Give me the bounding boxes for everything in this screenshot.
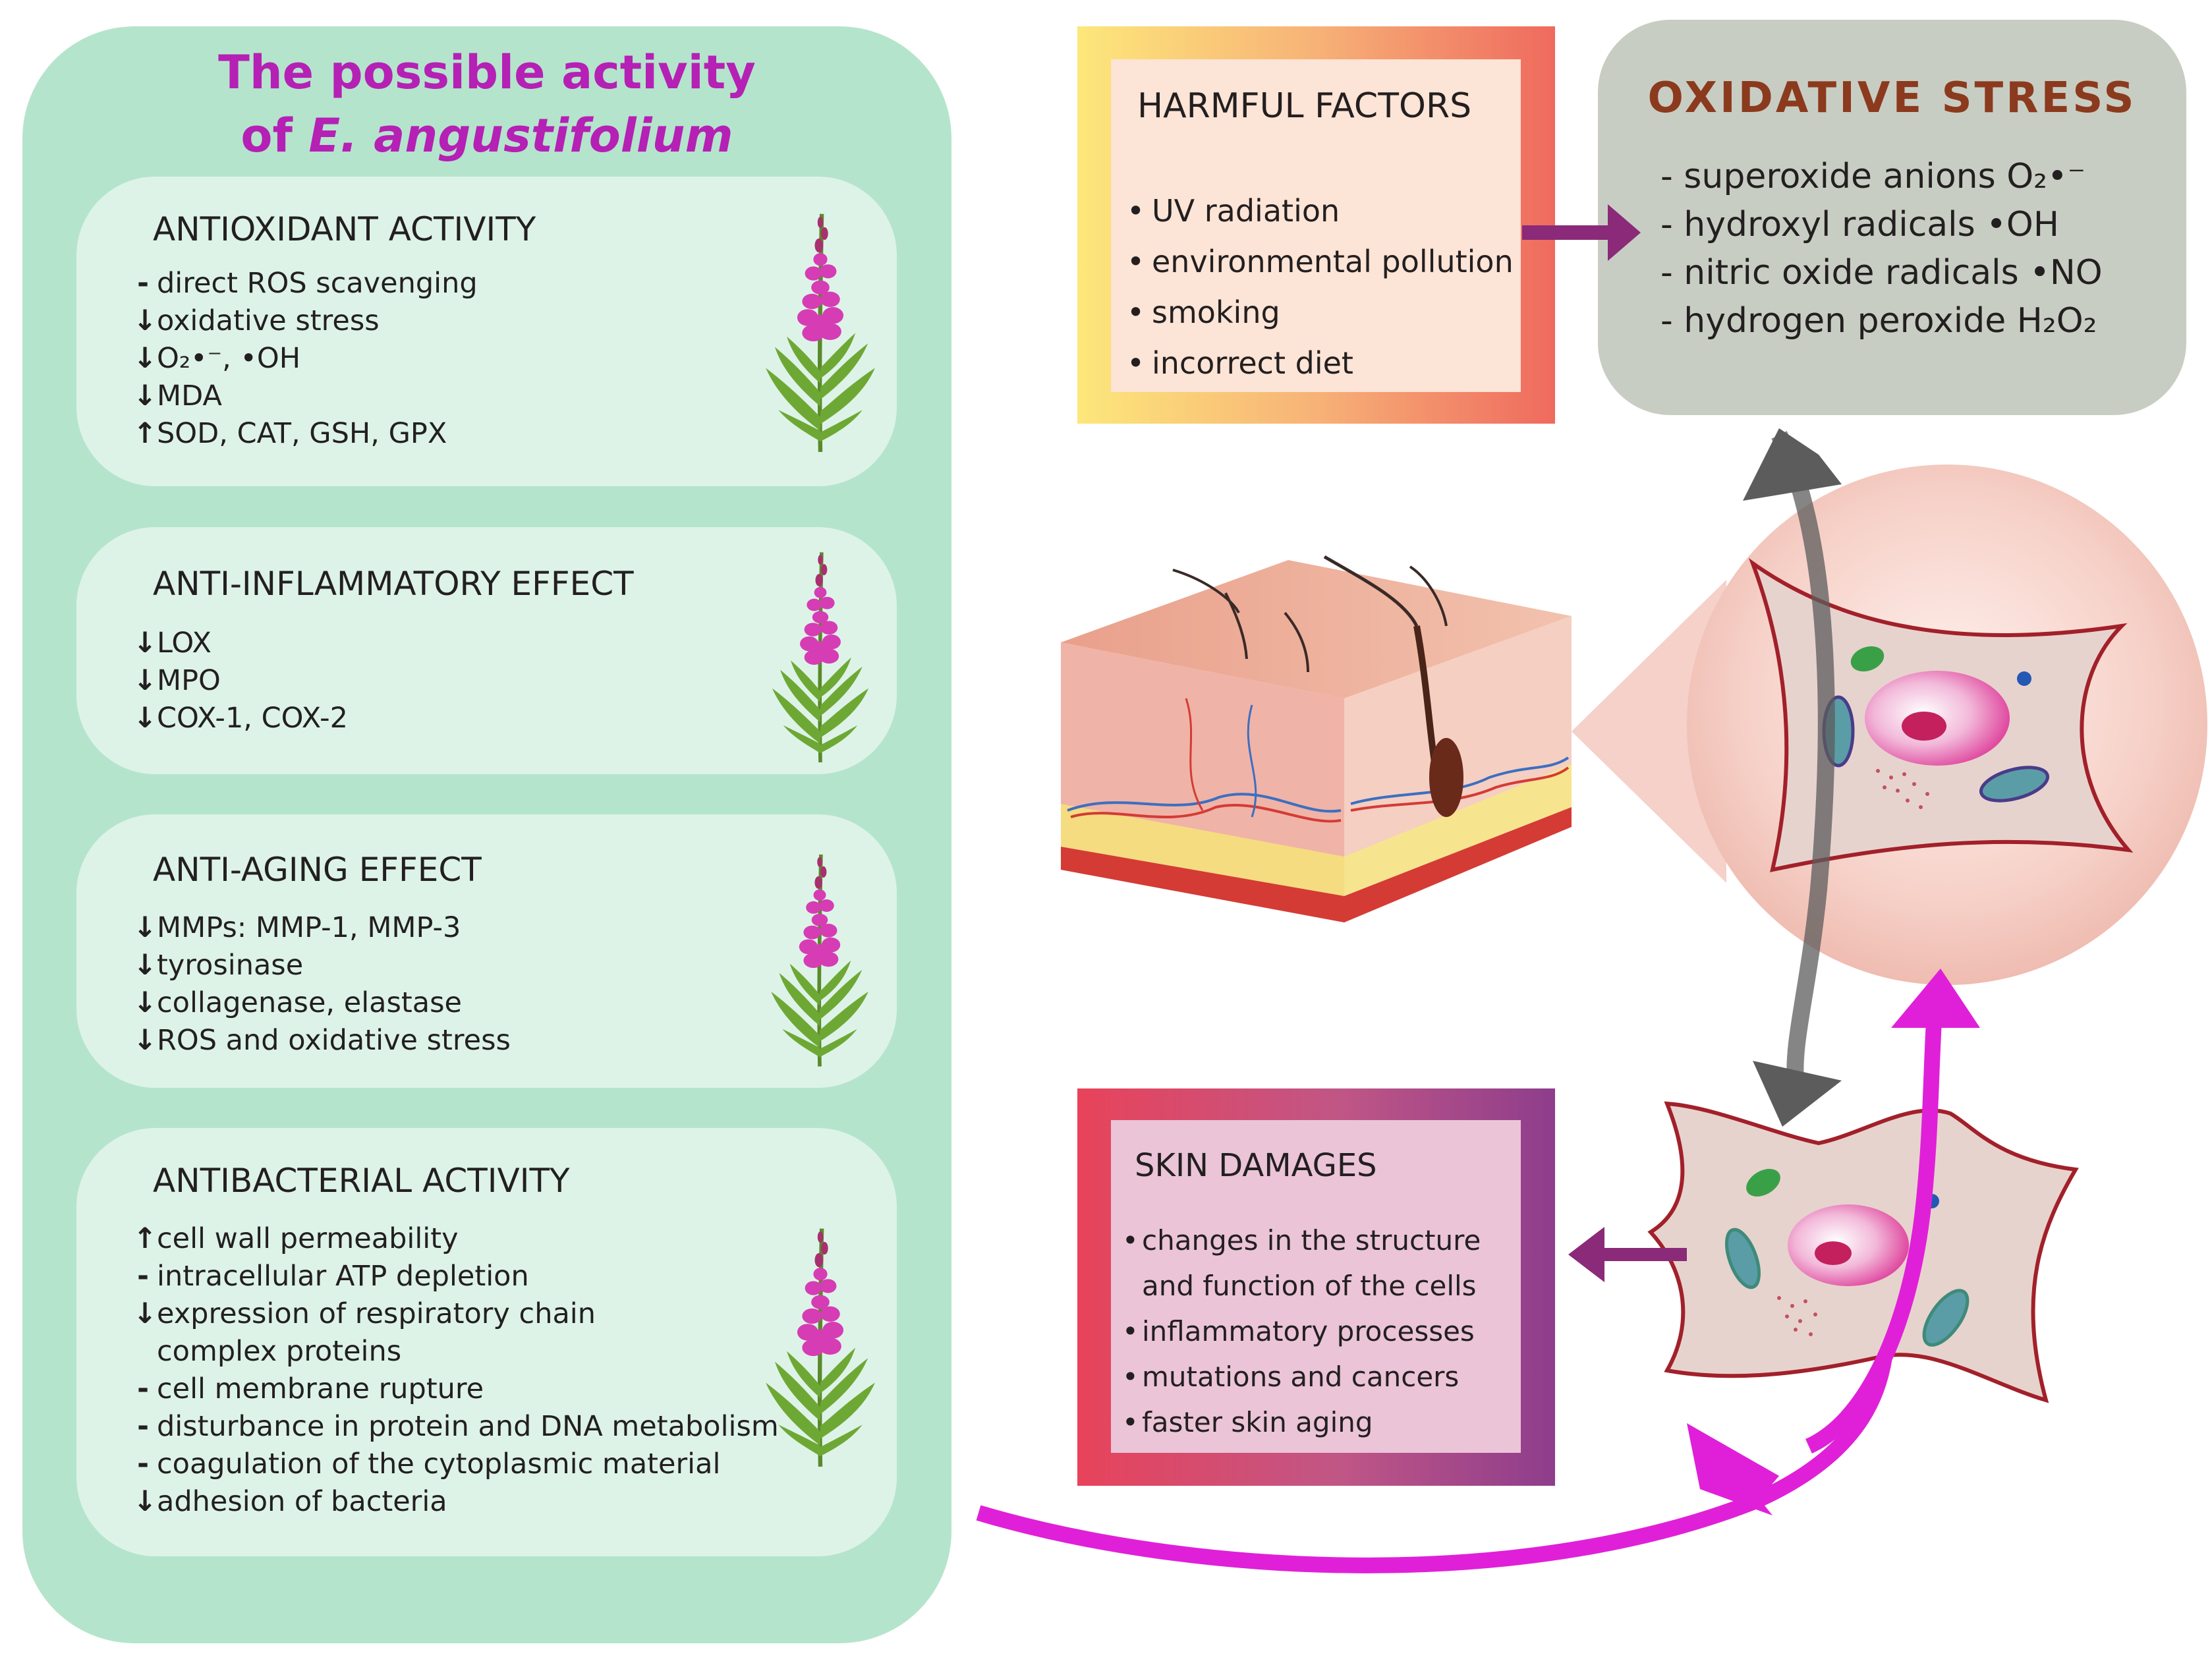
arrow-oxidative-to-cell <box>1743 428 1842 1127</box>
list-item: •smoking <box>1127 295 1280 330</box>
list-item: -cell membrane rupture <box>137 1372 484 1405</box>
list-item: •inflammatory processes <box>1122 1315 1475 1347</box>
list-item: ↓MDA <box>133 380 222 412</box>
list-item: ↓O₂•⁻, •OH <box>133 342 301 375</box>
card-heading-anti-aging: ANTI-AGING EFFECT <box>153 851 482 889</box>
arrow-cell-to-skin-damages <box>1568 1227 1687 1282</box>
list-item: ↓MMPs: MMP-1, MMP-3 <box>133 911 461 944</box>
skin-damages-list: •changes in the structure and function o… <box>1122 1218 1481 1445</box>
list-item: ↓oxidative stress <box>133 304 380 337</box>
skin-cross-section-illustration <box>1061 555 1572 922</box>
harmful-factors-list: •UV radiation •environmental pollution •… <box>1127 186 1514 389</box>
arrow-activity-to-cells <box>976 969 1980 1573</box>
harmful-factors-heading: HARMFUL FACTORS <box>1137 86 1472 126</box>
antioxidant-list: -direct ROS scavenging ↓oxidative stress… <box>133 265 478 453</box>
anti-aging-list: ↓MMPs: MMP-1, MMP-3 ↓tyrosinase ↓collage… <box>133 909 511 1059</box>
oxidative-stress-list: - superoxide anions O₂•⁻ - hydroxyl radi… <box>1660 153 2103 345</box>
antibacterial-card <box>76 1128 897 1556</box>
list-item: ↓adhesion of bacteria <box>133 1485 447 1518</box>
list-item: •incorrect diet <box>1127 345 1353 381</box>
species-name: E. angustifolium <box>308 109 733 163</box>
title-line-1: The possible activity <box>218 45 756 99</box>
list-item: •faster skin aging <box>1122 1406 1373 1438</box>
oxidative-stress-box <box>1598 20 2186 415</box>
card-heading-antioxidant: ANTIOXIDANT ACTIVITY <box>153 210 536 248</box>
list-item: -disturbance in protein and DNA metaboli… <box>137 1410 779 1443</box>
title-line-2: of E. angustifolium <box>22 104 951 167</box>
list-item: - superoxide anions O₂•⁻ <box>1660 157 2086 196</box>
list-item: -direct ROS scavenging <box>137 267 478 300</box>
harmful-factors-box <box>1111 59 1521 392</box>
list-item: - hydroxyl radicals •OH <box>1660 205 2059 244</box>
anti-aging-card <box>76 814 897 1088</box>
card-heading-antibacterial: ANTIBACTERIAL ACTIVITY <box>153 1162 570 1200</box>
list-item: ↑SOD, CAT, GSH, GPX <box>133 417 447 450</box>
title-prefix: of <box>241 109 309 163</box>
arrow-harmful-to-oxidative <box>1522 204 1641 261</box>
list-item: ↓ROS and oxidative stress <box>133 1024 511 1057</box>
list-item: •mutations and cancers <box>1122 1361 1460 1393</box>
list-item: •environmental pollution <box>1127 244 1514 279</box>
skin-damages-heading: SKIN DAMAGES <box>1135 1147 1377 1184</box>
list-item: -intracellular ATP depletion <box>137 1260 529 1293</box>
anti-inflammatory-list: ↓LOX ↓MPO ↓COX-1, COX-2 <box>133 625 348 737</box>
list-item: - nitric oxide radicals •NO <box>1660 253 2103 293</box>
list-item: ↓collagenase, elastase <box>133 986 462 1019</box>
antioxidant-card <box>76 177 897 486</box>
list-item: and function of the cells <box>1142 1270 1477 1302</box>
list-item: ↓COX-1, COX-2 <box>133 702 348 735</box>
antibacterial-list: ↑cell wall permeability -intracellular A… <box>133 1220 779 1521</box>
skin-damages-box <box>1111 1120 1521 1453</box>
zoom-cone <box>1572 580 1726 883</box>
oxidative-stress-heading: OXIDATIVE STRESS <box>1647 74 2137 123</box>
list-item: -coagulation of the cytoplasmic material <box>137 1448 721 1481</box>
anti-inflammatory-card <box>76 527 897 774</box>
list-item: - hydrogen peroxide H₂O₂ <box>1660 301 2097 341</box>
cell-icon <box>1647 1101 2079 1403</box>
panel-title: The possible activity of E. angustifoliu… <box>22 41 951 167</box>
list-item: complex proteins <box>157 1335 402 1368</box>
list-item: •UV radiation <box>1127 193 1340 229</box>
card-heading-anti-inflammatory: ANTI-INFLAMMATORY EFFECT <box>153 565 634 603</box>
list-item: ↓tyrosinase <box>133 949 304 982</box>
list-item: •changes in the structure <box>1122 1224 1481 1256</box>
